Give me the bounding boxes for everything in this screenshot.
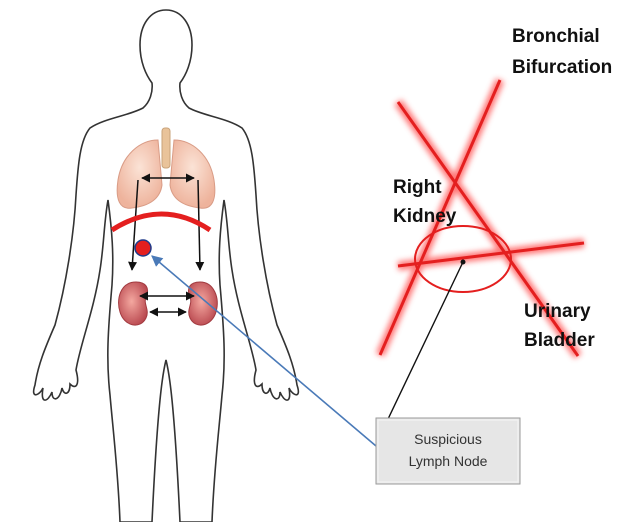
lymph-node-marker[interactable] <box>135 240 151 256</box>
box-label-line2: Lymph Node <box>409 453 488 469</box>
label-kidney-line2: Kidney <box>393 206 457 227</box>
label-bladder-line1: Urinary <box>524 301 591 322</box>
label-bladder-line2: Bladder <box>524 330 595 351</box>
label-bronchial-line1: Bronchial <box>512 26 600 47</box>
box-label-line1: Suspicious <box>414 431 482 447</box>
intersection-leader <box>378 262 463 440</box>
label-kidney-line1: Right <box>393 177 442 198</box>
suspicious-lymph-node-box[interactable]: Suspicious Lymph Node <box>376 418 520 484</box>
label-bronchial-line2: Bifurcation <box>512 57 612 78</box>
human-body-outline <box>34 10 299 522</box>
intersection-point <box>461 260 466 265</box>
